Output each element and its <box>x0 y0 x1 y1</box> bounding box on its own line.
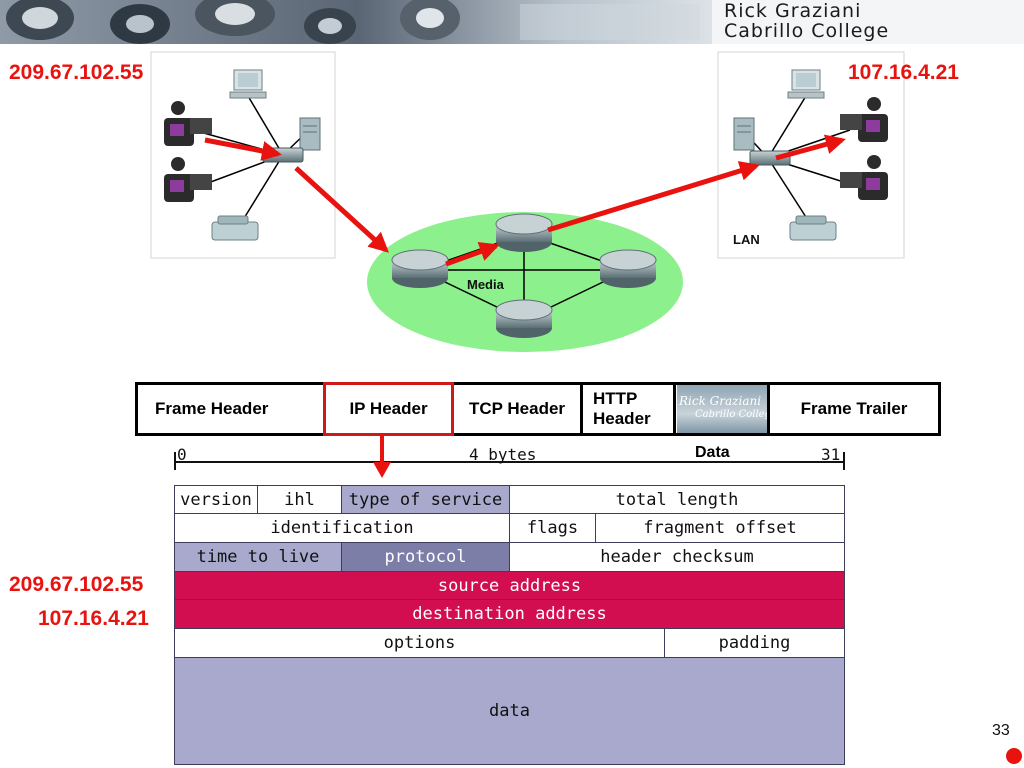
author-name: Rick Graziani <box>724 0 862 22</box>
data-segment-logo: Rick Graziani Cabrillo College <box>677 385 768 433</box>
ip-header-segment: IP Header <box>323 382 454 436</box>
destination-ip-label: 107.16.4.21 <box>848 61 959 84</box>
field-version: version <box>174 485 258 514</box>
router-icon <box>391 249 449 288</box>
phone-icon <box>211 215 259 241</box>
media-cloud <box>367 212 683 352</box>
field-source-address: source address <box>174 571 845 600</box>
ruler-tick-right <box>843 452 845 470</box>
down-arrow <box>373 434 391 478</box>
field-options: options <box>174 628 665 658</box>
router-icon <box>495 299 553 338</box>
field-ihl: ihl <box>257 485 342 514</box>
packet-path <box>204 134 846 267</box>
header-banner: Rick Graziani Cabrillo College <box>0 0 1024 44</box>
user-workstation-icon <box>840 97 888 142</box>
ruler-start: 0 <box>177 445 187 464</box>
user-workstation-icon <box>164 101 212 146</box>
slide-number: 33 <box>992 722 1010 739</box>
field-destination-address: destination address <box>174 599 845 629</box>
banner-graphic <box>0 0 1024 44</box>
field-protocol: protocol <box>341 542 510 572</box>
frame-outline <box>135 382 941 436</box>
lan-label: LAN <box>733 232 760 247</box>
user-workstation-icon <box>164 157 212 202</box>
field-data: data <box>174 657 845 765</box>
author-college: Cabrillo College <box>724 20 890 42</box>
server-icon <box>299 117 321 151</box>
tcp-header-segment: TCP Header <box>468 399 566 418</box>
field-flags: flags <box>509 513 596 543</box>
phone-icon <box>789 215 837 241</box>
field-padding: padding <box>664 628 845 658</box>
monitor-icon <box>787 69 825 99</box>
http-header-segment: HTTP Header <box>580 382 676 436</box>
nav-dot-icon[interactable] <box>1006 748 1022 764</box>
field-header-checksum: header checksum <box>509 542 845 572</box>
destination-address-value: 107.16.4.21 <box>38 607 149 630</box>
network-diagram: Media LAN <box>150 51 905 352</box>
data-label: Data <box>695 444 730 461</box>
field-total-length: total length <box>509 485 845 514</box>
source-ip-label: 209.67.102.55 <box>9 61 144 84</box>
field-type-of-service: type of service <box>341 485 510 514</box>
frame-header-segment: Frame Header <box>155 399 269 418</box>
router-icon <box>599 249 657 288</box>
frame-trailer-segment: Frame Trailer <box>800 399 908 418</box>
source-address-value: 209.67.102.55 <box>9 573 144 596</box>
ruler-tick-left <box>174 452 176 470</box>
ruler-line <box>175 461 845 463</box>
router-icon <box>495 213 553 252</box>
watermark-line2: Cabrillo College <box>695 409 768 420</box>
segment-divider <box>767 382 770 436</box>
server-icon <box>733 117 755 151</box>
field-time-to-live: time to live <box>174 542 342 572</box>
watermark-line1: Rick Graziani <box>679 394 762 408</box>
media-label: Media <box>467 277 505 292</box>
user-workstation-icon <box>840 155 888 200</box>
ruler-end: 31 <box>821 445 841 464</box>
field-fragment-offset: fragment offset <box>595 513 845 543</box>
ruler-middle: 4 bytes <box>469 445 537 464</box>
field-identification: identification <box>174 513 510 543</box>
monitor-icon <box>229 69 267 99</box>
